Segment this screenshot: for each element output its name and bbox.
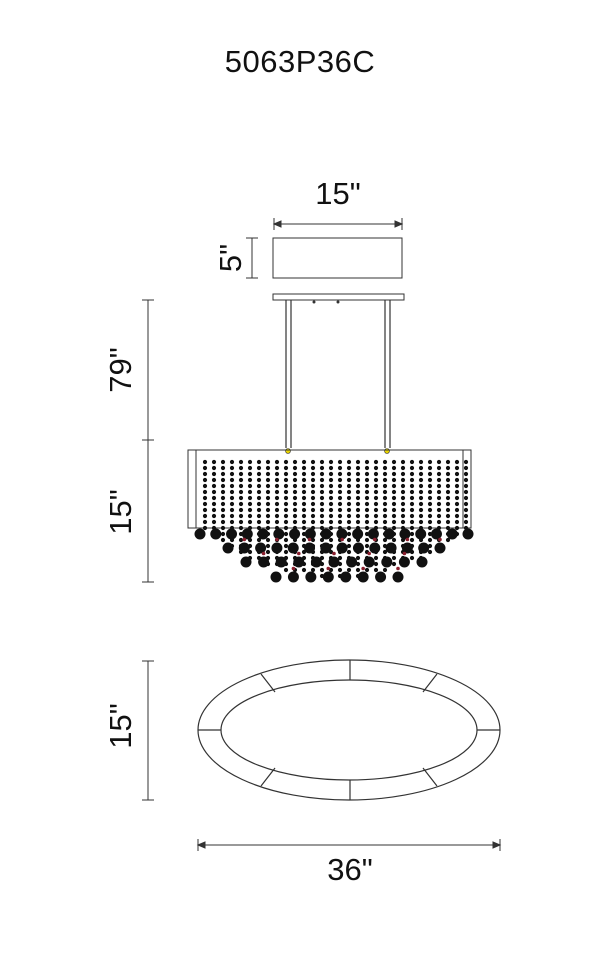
suspension-rods (285, 300, 391, 448)
canopy-height-dimension-line (246, 237, 258, 279)
model-number: 5063P36C (224, 44, 376, 79)
length-dimension-line (196, 839, 502, 851)
canopy-width-dimension-line (272, 218, 404, 230)
depth-dimension-line (142, 660, 154, 801)
fixture-depth-label: 15" (103, 703, 138, 749)
mounting-plate (272, 293, 405, 301)
hanging-length-label: 79" (103, 347, 138, 393)
height-dimension-line (142, 299, 154, 583)
crystal-strands (194, 459, 474, 583)
canopy-height-label: 5" (213, 243, 248, 273)
canopy-width-label: 15" (315, 176, 361, 211)
top-view-oval (197, 659, 501, 801)
canopy (272, 237, 403, 279)
fixture-height-label: 15" (103, 489, 138, 535)
fixture-length-label: 36" (327, 852, 373, 887)
